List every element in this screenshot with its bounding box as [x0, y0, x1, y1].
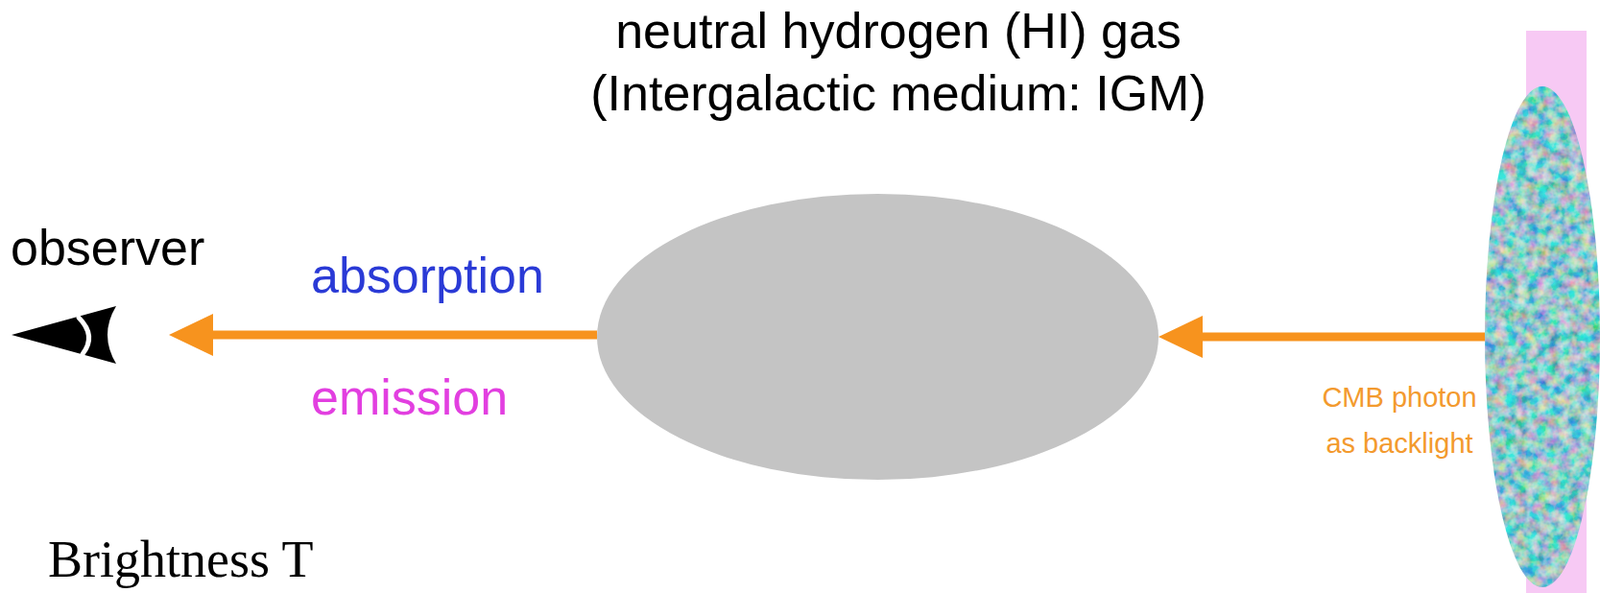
eye-lid	[78, 317, 90, 355]
cmb-caption: CMB photon as backlight	[1313, 375, 1485, 468]
gas-ellipse-fill	[597, 193, 1159, 480]
observer-label: observer	[10, 217, 205, 278]
cmb-sky-map	[1484, 86, 1600, 588]
eye-icon	[11, 306, 117, 364]
text-holder: observer	[10, 217, 205, 278]
text-holder: emission	[310, 370, 508, 426]
hi-gas-cloud: neutral hydrogen (HI) gas (Intergalactic…	[597, 193, 1159, 480]
cmb-map: CMB photon as backlight	[1484, 86, 1600, 588]
emission-label: emission	[310, 370, 508, 426]
edge-label: absorption	[310, 245, 545, 306]
cmb-sky-fill	[1484, 86, 1600, 588]
photon-arrow	[207, 331, 598, 340]
photon-arrow	[1196, 333, 1485, 342]
text-holder: CMB photon as backlight	[1313, 375, 1485, 468]
section-heading: Brightness T	[47, 531, 314, 589]
text-holder: neutral hydrogen (HI) gas (Intergalactic…	[552, 0, 1244, 125]
cloud-heading: neutral hydrogen (HI) gas (Intergalactic…	[552, 0, 1244, 125]
observer-eye: observer	[10, 306, 169, 364]
text-holder: absorption	[310, 245, 545, 306]
gas-ellipse	[597, 193, 1159, 480]
text-holder: Brightness T	[47, 531, 314, 589]
